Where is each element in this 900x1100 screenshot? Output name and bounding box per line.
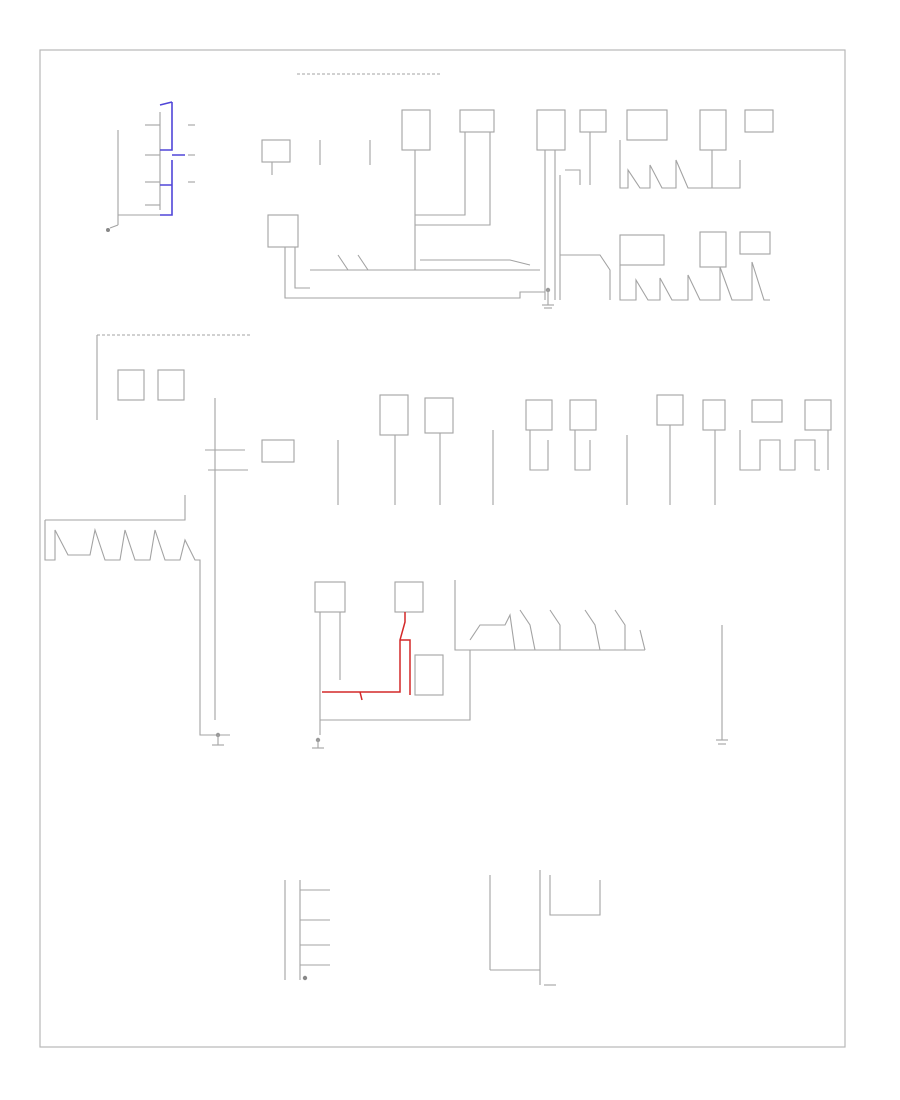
mid-connector-row — [261, 394, 832, 505]
lower-center-block — [312, 580, 646, 749]
red-ground-wire — [322, 612, 411, 701]
bottom-left-block — [284, 880, 330, 981]
right-single-ground — [716, 625, 728, 745]
top-splice-block — [261, 73, 774, 309]
ground-point-top-left — [106, 112, 195, 232]
bottom-right-block — [489, 870, 601, 986]
mid-left-block — [44, 334, 250, 746]
diagram-frame — [39, 49, 846, 1048]
blue-ground-wire — [159, 101, 185, 216]
